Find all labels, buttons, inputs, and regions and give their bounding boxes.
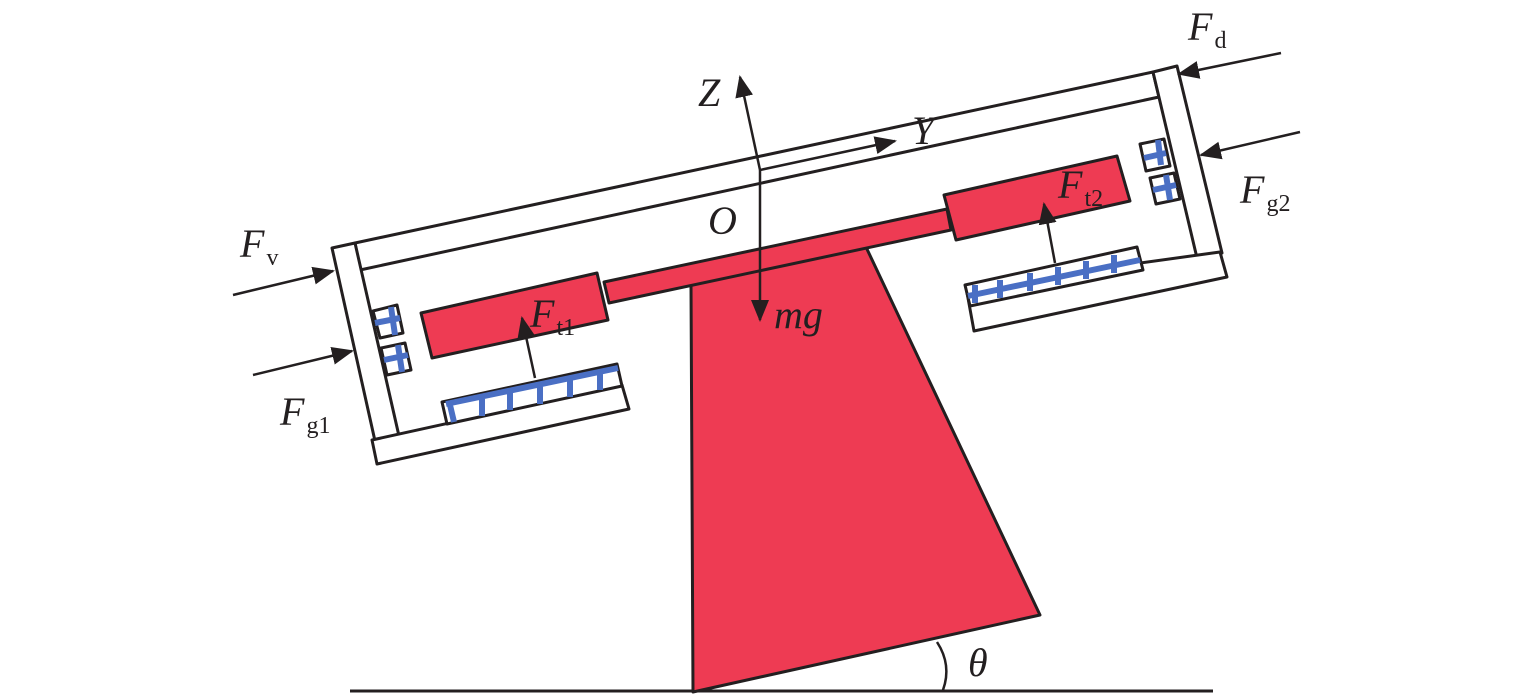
label-theta: θ [968, 640, 988, 685]
fg2-arrow [1199, 130, 1301, 160]
y-axis-arrow [759, 136, 897, 172]
connecting-rod [602, 207, 953, 305]
top-beam [353, 70, 1161, 272]
label-fg1: Fg1 [279, 389, 330, 439]
right-bar [1151, 64, 1224, 260]
left-bottom-grid [440, 362, 624, 426]
label-fg2: Fg2 [1239, 167, 1290, 217]
label-ft2: Ft2 [1057, 162, 1103, 212]
label-origin: O [708, 198, 737, 243]
right-bottom-grid [963, 245, 1145, 308]
right-block [942, 154, 1132, 242]
ft2-arrow [1038, 202, 1057, 264]
left-block [419, 271, 610, 360]
angle-arc [935, 641, 948, 691]
left-bar [330, 241, 401, 443]
fg1-arrow [252, 346, 354, 377]
fd-arrow [1177, 51, 1282, 79]
ft1-arrow [517, 316, 537, 379]
label-fd: Fd [1187, 4, 1226, 54]
label-fv: Fv [239, 221, 278, 271]
z-axis-arrow [735, 75, 762, 171]
label-y: Y [912, 108, 938, 153]
fv-arrow [232, 266, 335, 297]
left-side-grid [371, 303, 413, 377]
right-side-grid [1138, 137, 1182, 206]
label-z: Z [698, 70, 721, 115]
label-mg: mg [774, 292, 823, 337]
label-ft1: Ft1 [529, 291, 575, 341]
